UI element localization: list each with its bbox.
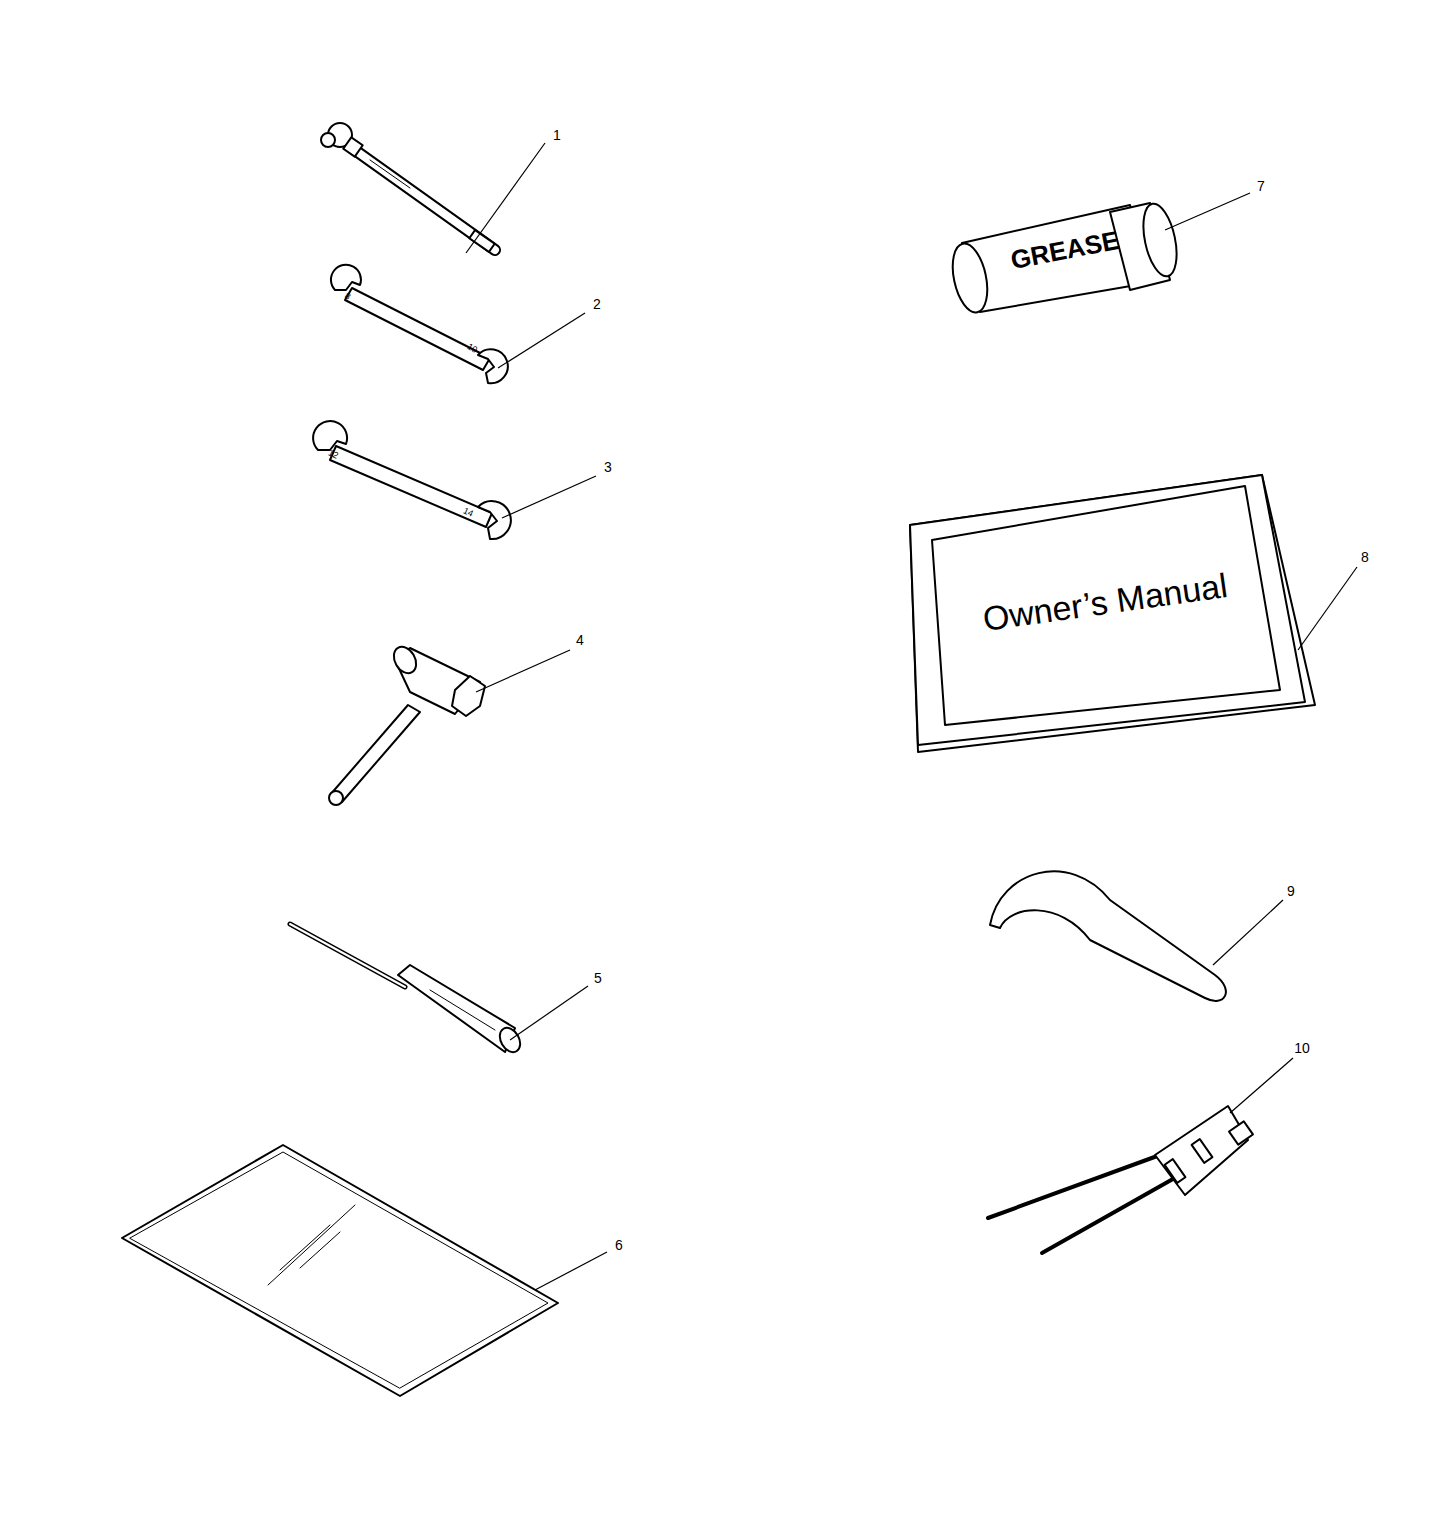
callout-number: 2 [593, 297, 601, 311]
screwdriver [290, 924, 524, 1056]
callout-number: 10 [1294, 1041, 1310, 1055]
spark-plug-socket [329, 643, 485, 805]
grease-tube [947, 201, 1182, 316]
leader-lines [466, 143, 1357, 1290]
tire-gauge [321, 123, 495, 252]
open-end-wrench-small [331, 265, 508, 383]
callout-number: 9 [1287, 884, 1295, 898]
callout-number: 1 [553, 128, 561, 142]
owners-manual [910, 475, 1315, 752]
callout-number: 4 [576, 633, 584, 647]
callout-number: 3 [604, 460, 612, 474]
callout-number: 6 [615, 1238, 623, 1252]
hook-spanner [990, 871, 1226, 1001]
callout-number: 8 [1361, 550, 1369, 564]
callout-number: 7 [1257, 179, 1265, 193]
decal-sheet [122, 1145, 558, 1396]
open-end-wrench-large [313, 421, 511, 539]
feeler-tool [988, 1106, 1253, 1253]
callout-number: 5 [594, 971, 602, 985]
